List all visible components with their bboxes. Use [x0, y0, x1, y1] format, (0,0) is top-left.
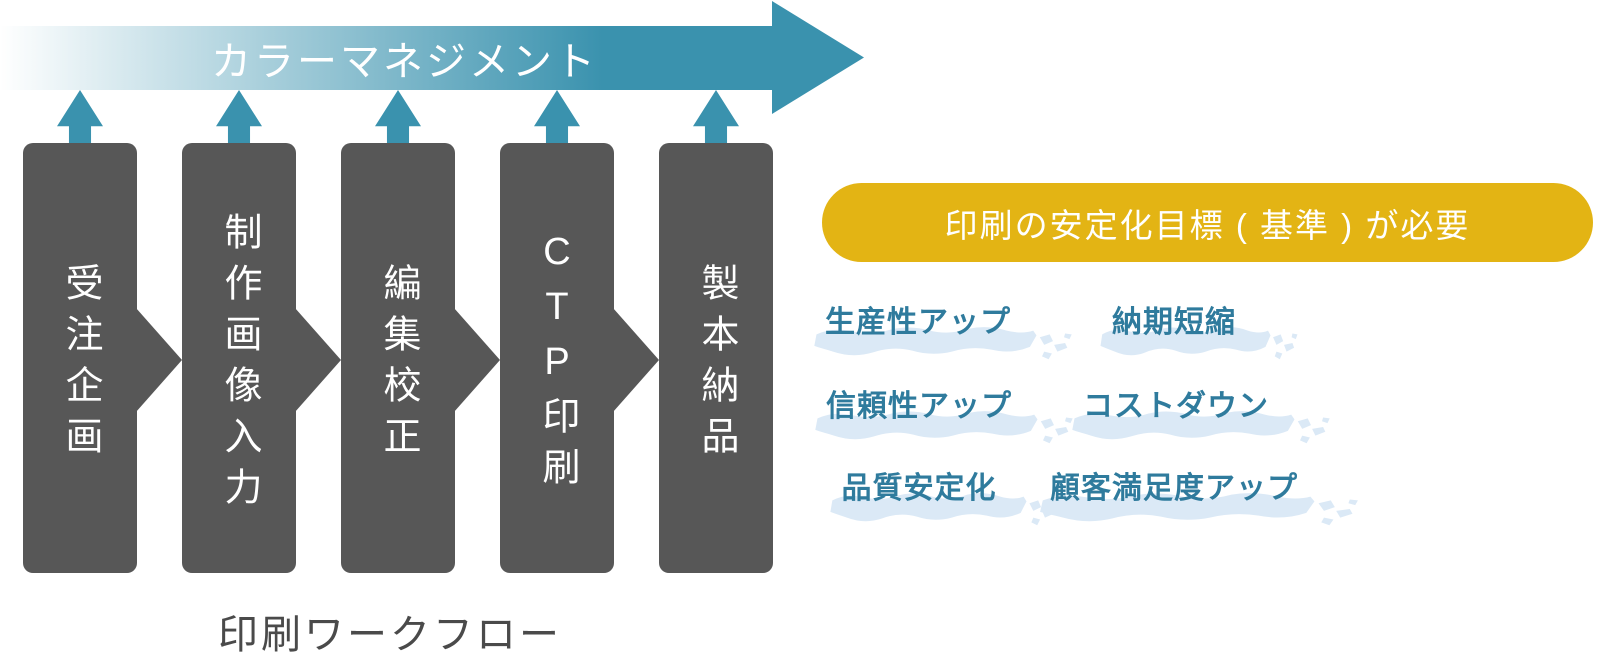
up-arrow-icon — [693, 90, 739, 145]
stabilization-goal-label: 印刷の安定化目標 ( 基準 ) が必要 — [944, 206, 1471, 244]
up-arrow-icon — [375, 90, 421, 145]
step-label: 編集校正 — [377, 262, 419, 467]
step-box-binding-delivery: 製本納品 — [659, 143, 773, 573]
step-label: 受注企画 — [59, 262, 101, 467]
benefit-customer-satisfaction: 顧客満足度アップ — [1040, 469, 1358, 526]
benefit-reliability: 信頼性アップ — [815, 387, 1073, 444]
up-arrow-icon — [57, 90, 103, 145]
flow-arrow-icon — [136, 308, 182, 412]
up-arrow-icon — [216, 90, 262, 145]
step-box-ctp-printing: CTP印刷 — [500, 143, 614, 573]
benefit-label: コストダウン — [1083, 390, 1269, 423]
color-management-arrowhead-icon — [772, 1, 864, 114]
benefit-label: 品質安定化 — [841, 472, 997, 505]
workflow-caption: 印刷ワークフロー — [218, 613, 562, 657]
stabilization-goal-banner: 印刷の安定化目標 ( 基準 ) が必要 — [822, 183, 1593, 262]
benefit-cost-down: コストダウン — [1072, 387, 1330, 444]
benefit-delivery-time: 納期短縮 — [1100, 303, 1298, 360]
step-label: 制作画像入力 — [218, 211, 260, 518]
benefit-label: 信頼性アップ — [826, 390, 1012, 423]
step-box-order-planning: 受注企画 — [23, 143, 137, 573]
step-label: 製本納品 — [695, 262, 737, 467]
benefit-label: 納期短縮 — [1112, 306, 1236, 339]
step-box-production-image-input: 制作画像入力 — [182, 143, 296, 573]
benefit-productivity: 生産性アップ — [814, 303, 1072, 360]
benefit-label: 顧客満足度アップ — [1050, 472, 1298, 505]
step-box-editing-proofing: 編集校正 — [341, 143, 455, 573]
up-arrow-icon — [534, 90, 580, 145]
color-management-label: カラーマネジメント — [211, 40, 598, 84]
flow-arrow-icon — [295, 308, 341, 412]
step-label: CTP印刷 — [536, 231, 578, 498]
benefit-label: 生産性アップ — [825, 306, 1011, 339]
color-management-arrow: カラーマネジメント — [0, 26, 773, 90]
flow-arrow-icon — [454, 308, 500, 412]
flow-arrow-icon — [613, 308, 659, 412]
benefit-quality-stability: 品質安定化 — [830, 469, 1058, 526]
